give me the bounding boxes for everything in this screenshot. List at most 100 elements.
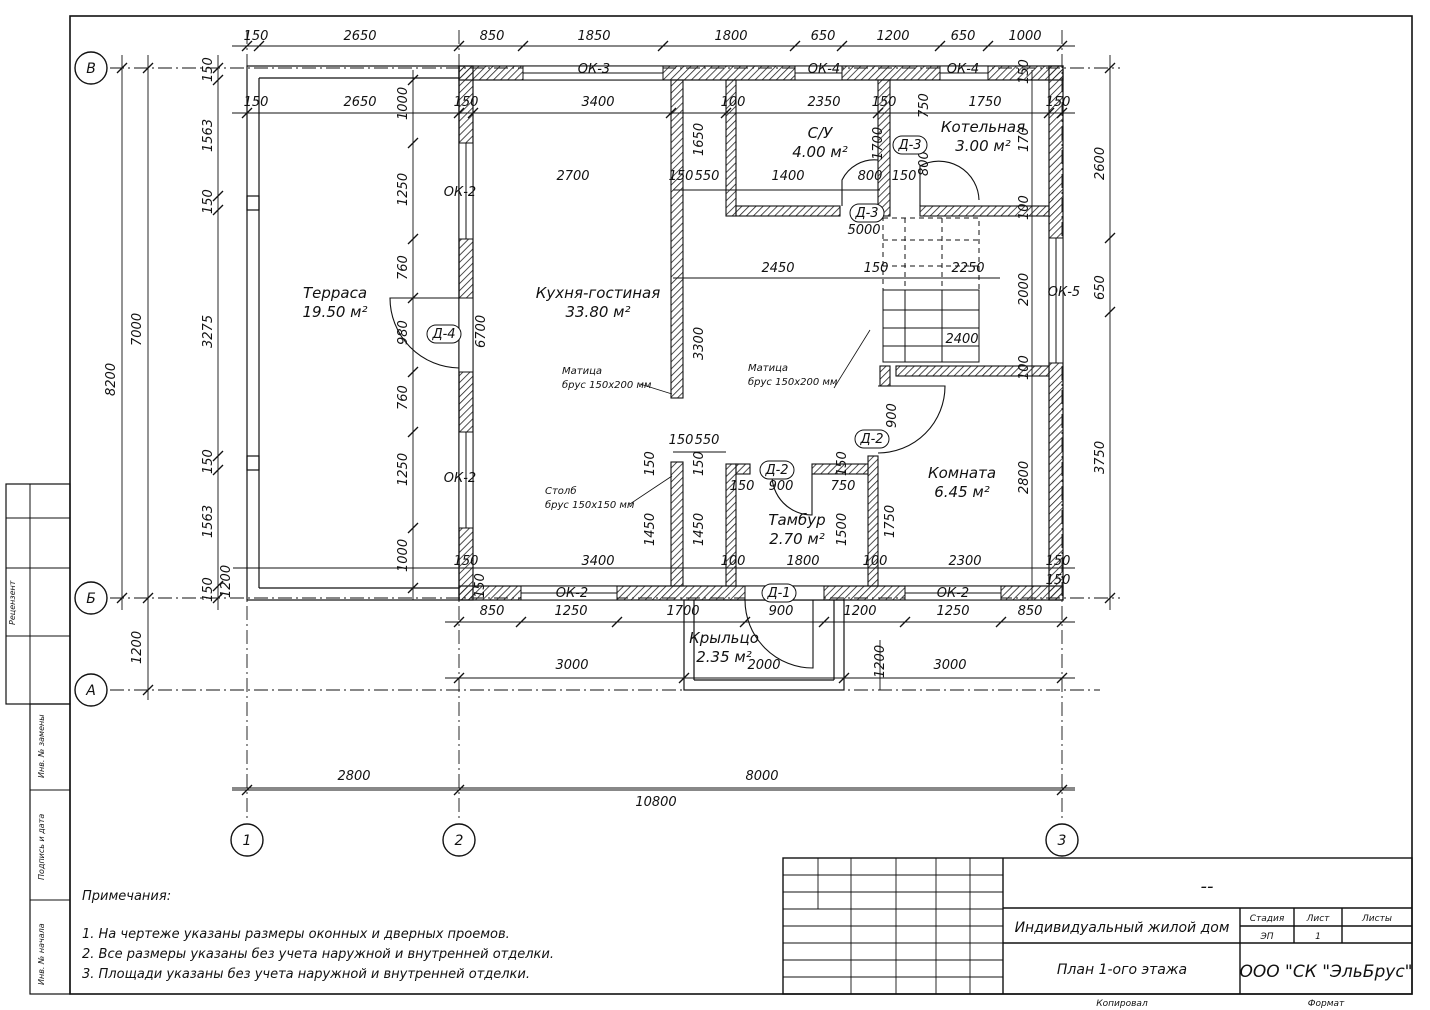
stamp-inv-zam: Инв. № замены	[37, 714, 46, 778]
title-block-lines	[782, 857, 1413, 995]
dim-terrace-5: 1250	[396, 453, 411, 486]
dim-top-5: 650	[811, 29, 836, 44]
dim-misc-7: 2450	[761, 261, 794, 276]
room-name-boiler: Котельная	[941, 118, 1025, 136]
dim-terrace-4: 760	[396, 385, 411, 410]
dim-right-inner-5: 2800	[1017, 461, 1032, 494]
room-area-boiler: 3.00 м²	[955, 137, 1011, 155]
dim-left-6: 150	[201, 577, 216, 602]
dim-overall-2: 10800	[635, 795, 676, 810]
dim-bottom-5: 1250	[936, 604, 969, 619]
dim-left-2: 150	[201, 189, 216, 214]
dim-bottom-0: 850	[480, 604, 505, 619]
dim-right-inner-6: 150	[1046, 573, 1071, 588]
axis-label-col-2: 2	[455, 833, 464, 849]
dim-second-2: 150	[454, 95, 479, 110]
interior-walls	[670, 79, 1050, 587]
dim-right-inner-2: 100	[1017, 195, 1032, 220]
dim-porch-1: 2000	[747, 658, 780, 673]
dim-terrace-6: 1000	[396, 539, 411, 572]
staircase	[882, 217, 980, 363]
dim-misc-3: 1400	[771, 169, 804, 184]
door-tags: Д-4 Д-3 Д-3 Д-2 Д-2 Д-1	[426, 135, 928, 603]
dim-inner-bottom-6: 150	[1046, 554, 1071, 569]
tag-d1: Д-1	[766, 586, 790, 601]
room-area-porch: 2.35 м²	[696, 648, 752, 666]
tb-list: 1	[1315, 932, 1321, 942]
tag-ok3: ОК-3	[578, 62, 610, 77]
dim-terrace-0: 1000	[396, 87, 411, 120]
dim-right-inner-0: 150	[1017, 59, 1032, 84]
callout-brus-2: брус 150х200 мм	[748, 376, 838, 388]
room-area-wc: 4.00 м²	[792, 143, 848, 161]
dim-top-7: 650	[951, 29, 976, 44]
dim-misc-1: 150	[669, 169, 694, 184]
room-area-kitchen: 33.80 м²	[565, 303, 630, 321]
dim-inner-bottom-1: 3400	[581, 554, 614, 569]
callout-matitsa-1: Матица	[562, 366, 602, 377]
tag-ok5: ОК-5	[1048, 285, 1080, 300]
dim-second-5: 2350	[807, 95, 840, 110]
dim-misc-25: 1750	[883, 505, 898, 538]
dim-overall-1: 8000	[745, 769, 778, 784]
title-block-text: -- Индивидуальный жилой дом План 1-ого э…	[1015, 876, 1413, 1009]
dim-misc-19: 1450	[643, 513, 658, 546]
notes-block: Примечания: 1. На чертеже указаны размер…	[82, 889, 554, 982]
dim-inner-bottom-5: 2300	[948, 554, 981, 569]
tb-company: ООО "СК "ЭльБрус"	[1240, 962, 1413, 982]
tb-project: Индивидуальный жилой дом	[1015, 920, 1230, 936]
tb-code: --	[1201, 876, 1214, 897]
axis-bubbles: В Б А 1 2 3	[74, 51, 1079, 857]
notes-title: Примечания:	[82, 889, 171, 904]
dim-right-inner-1: 170	[1017, 127, 1032, 152]
sheet-frame	[5, 15, 1413, 995]
tag-d2-b: Д-2	[764, 463, 788, 478]
dim-top-4: 1800	[714, 29, 747, 44]
dim-top-1: 2650	[343, 29, 376, 44]
dim-misc-16: 900	[885, 403, 900, 428]
callout-matitsa-2: Матица	[748, 363, 788, 374]
tb-format: Формат	[1308, 999, 1345, 1009]
door-swings	[389, 159, 980, 669]
tag-d4: Д-4	[431, 327, 455, 342]
tag-ok2-bottom-a: ОК-2	[556, 586, 588, 601]
room-area-terrace: 19.50 м²	[302, 303, 367, 321]
dim-left-5: 1563	[201, 505, 216, 538]
callout-brus-1: брус 150х200 мм	[562, 379, 652, 391]
dim-second-8: 150	[1046, 95, 1071, 110]
dim-misc-10: 2400	[945, 332, 978, 347]
dim-misc-17: 150	[669, 433, 694, 448]
tb-kopiroval: Копировал	[1096, 999, 1148, 1009]
dimension-text: 150 2650 850 1850 1800 650 1200 650 1000…	[104, 29, 1108, 810]
tag-ok2-bottom-b: ОК-2	[937, 586, 969, 601]
dim-right-1: 650	[1093, 275, 1108, 300]
side-stamp-labels: Рецензент Инв. № замены Подпись и дата И…	[8, 580, 46, 985]
dim-misc-4: 800	[858, 169, 883, 184]
tag-d2-a: Д-2	[859, 432, 883, 447]
dim-second-0: 150	[244, 95, 269, 110]
dim-misc-29: 1200	[219, 565, 234, 598]
opening-tags: ОК-3 ОК-4 ОК-4 ОК-2 ОК-2 ОК-2 ОК-2 ОК-5	[444, 62, 1080, 601]
dim-second-4: 100	[721, 95, 746, 110]
beam-callouts: Матица брус 150х200 мм Матица брус 150х2…	[545, 329, 871, 511]
room-name-room: Комната	[928, 464, 996, 482]
dim-misc-15: 3300	[692, 327, 707, 360]
porch-outline	[683, 599, 845, 691]
room-name-wc: С/У	[808, 124, 834, 142]
dim-overall-0: 2800	[337, 769, 370, 784]
axis-label-row-b: Б	[86, 591, 96, 607]
note-1: 1. На чертеже указаны размеры оконных и …	[82, 927, 510, 942]
dim-misc-23: 750	[831, 479, 856, 494]
dimension-ticks	[116, 40, 1116, 796]
tag-ok4-a: ОК-4	[808, 62, 840, 77]
dim-misc-21: 150	[730, 479, 755, 494]
dim-inner-bottom-3: 1800	[786, 554, 819, 569]
room-area-room: 6.45 м²	[934, 483, 990, 501]
dim-misc-26: 150	[643, 451, 658, 476]
dim-misc-8: 150	[864, 261, 889, 276]
tag-d3-a: Д-3	[897, 138, 921, 153]
dim-left-total-0: 7000	[130, 313, 145, 346]
axis-label-row-a: А	[85, 683, 96, 699]
room-name-porch: Крыльцо	[689, 629, 759, 647]
